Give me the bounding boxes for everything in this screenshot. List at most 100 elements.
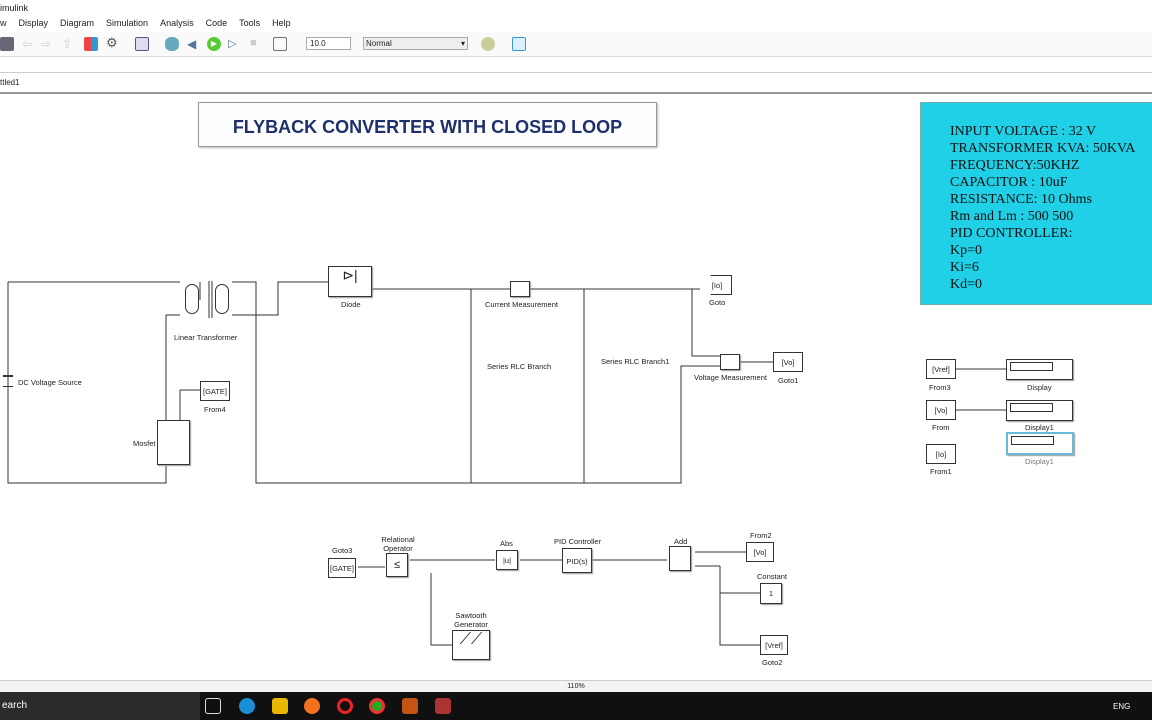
menu-analysis[interactable]: Analysis — [160, 18, 194, 28]
from-block[interactable]: [Vo] — [926, 400, 956, 420]
goto3-block[interactable]: [GATE] — [328, 558, 356, 578]
from3-block[interactable]: [Vref] — [926, 359, 956, 379]
goto-label: Goto — [709, 298, 726, 307]
goto2-label: Goto2 — [762, 658, 783, 667]
from-tag: [Vo] — [934, 405, 948, 415]
menu-code[interactable]: Code — [205, 18, 228, 28]
relop-symbol: ≤ — [393, 559, 401, 571]
rlc-branch1-block[interactable] — [578, 330, 590, 395]
simulation-mode-select[interactable]: Normal ▾ — [363, 37, 468, 50]
abs-block[interactable]: |u| — [496, 550, 518, 570]
diode-icon: ⊳| — [342, 267, 358, 283]
constant-block[interactable]: 1 — [760, 583, 782, 604]
firefox-icon[interactable] — [304, 698, 320, 714]
address-bar — [0, 58, 1152, 73]
current-measurement-block[interactable] — [510, 281, 530, 297]
display-readout — [1010, 362, 1053, 371]
gear-icon[interactable]: ⚙ — [106, 35, 118, 50]
library-browser-icon[interactable] — [84, 37, 98, 51]
from4-block[interactable]: [GATE] — [200, 381, 230, 401]
winrar-icon[interactable] — [435, 698, 451, 714]
stop-icon[interactable]: ■ — [250, 37, 257, 49]
display-readout — [1011, 436, 1054, 445]
mosfet-block[interactable] — [157, 420, 190, 465]
matlab-icon[interactable] — [402, 698, 418, 714]
divider — [0, 92, 1152, 94]
menu-help[interactable]: Help — [272, 18, 291, 28]
stop-time-input[interactable]: 10.0 — [306, 37, 351, 50]
goto2-tag: [Vref] — [765, 640, 783, 650]
forward-icon[interactable]: ⇨ — [41, 37, 52, 51]
rlc-branch-block[interactable] — [465, 335, 477, 395]
chevron-down-icon: ▾ — [460, 39, 465, 48]
from4-tag: [GATE] — [202, 386, 228, 396]
diode-block[interactable]: ⊳| — [328, 266, 372, 297]
from1-block[interactable]: [Io] — [926, 444, 956, 464]
connect-icon[interactable] — [165, 37, 179, 51]
edge-icon[interactable] — [239, 698, 255, 714]
chrome-icon[interactable] — [369, 698, 385, 714]
sawtooth-icon: ⟋⟋ — [459, 631, 483, 648]
opera-icon[interactable] — [337, 698, 353, 714]
diagram-title[interactable]: FLYBACK CONVERTER WITH CLOSED LOOP — [198, 102, 657, 147]
from2-block[interactable]: [Vo] — [746, 542, 774, 562]
current-measurement-label: Current Measurement — [485, 300, 558, 309]
menu-diagram[interactable]: Diagram — [60, 18, 95, 28]
build-icon[interactable] — [512, 37, 526, 51]
up-icon[interactable]: ⇧ — [62, 37, 73, 51]
sim-mode-value: Normal — [366, 39, 392, 48]
voltage-measurement-block[interactable] — [720, 354, 740, 370]
step-back-icon[interactable]: ◀ — [187, 37, 197, 51]
scope-icon[interactable] — [273, 37, 287, 51]
display1-label: Display1 — [1025, 423, 1054, 432]
task-view-icon[interactable] — [205, 698, 221, 714]
voltage-measurement-label: Voltage Measurement — [694, 373, 767, 382]
model-explorer-icon[interactable] — [135, 37, 149, 51]
add-block[interactable] — [669, 546, 691, 571]
save-icon[interactable] — [0, 37, 14, 51]
goto1-tag: [Vo] — [781, 357, 795, 367]
menu-simulation[interactable]: Simulation — [106, 18, 149, 28]
file-explorer-icon[interactable] — [272, 698, 288, 714]
pid-controller-block[interactable]: PID(s) — [562, 548, 592, 573]
transformer-label: Linear Transformer — [174, 333, 238, 342]
window-title: imulink — [0, 3, 29, 13]
abs-symbol: |u| — [502, 556, 512, 565]
from4-label: From4 — [204, 405, 226, 414]
info-line: INPUT VOLTAGE : 32 V — [950, 124, 1097, 139]
info-line: TRANSFORMER KVA: 50KVA — [950, 141, 1136, 156]
goto1-block[interactable]: [Vo] — [773, 352, 803, 372]
language-indicator[interactable]: ENG — [1113, 702, 1131, 711]
back-icon[interactable]: ⇦ — [22, 37, 33, 51]
parameters-annotation[interactable]: INPUT VOLTAGE : 32 V TRANSFORMER KVA: 50… — [920, 102, 1152, 305]
info-line: CAPACITOR : 10uF — [950, 175, 1068, 190]
info-line: RESISTANCE: 10 Ohms — [950, 192, 1093, 207]
pid-label: PID Controller — [554, 537, 602, 546]
sawtooth-generator-block[interactable]: ⟋⟋ — [452, 630, 490, 660]
menu-display[interactable]: Display — [18, 18, 49, 28]
step-forward-icon[interactable]: ▷ — [228, 38, 237, 50]
display-block[interactable] — [1006, 359, 1073, 380]
taskbar-search[interactable]: earch — [0, 692, 200, 720]
run-icon[interactable]: ▶ — [207, 37, 221, 51]
relational-operator-block[interactable]: ≤ — [386, 553, 408, 577]
goto-block[interactable]: [Io] — [702, 275, 732, 295]
info-line: Kp=0 — [950, 243, 983, 258]
info-line: PID CONTROLLER: — [950, 226, 1073, 241]
info-line: Kd=0 — [950, 277, 983, 292]
check-icon[interactable] — [481, 37, 495, 51]
display1-copy-block-selected[interactable] — [1006, 432, 1074, 455]
display1-copy-label: Display1 — [1025, 457, 1054, 466]
coil-icon — [215, 284, 229, 314]
goto2-block[interactable]: [Vref] — [760, 635, 788, 655]
breadcrumb[interactable]: ttled1 — [0, 78, 20, 87]
menu-view[interactable]: w — [0, 18, 7, 28]
coil-icon — [185, 284, 199, 314]
dc-voltage-source-block[interactable] — [3, 375, 13, 387]
display1-block[interactable] — [1006, 400, 1073, 421]
wires — [7, 281, 1006, 646]
info-line: Ki=6 — [950, 260, 979, 275]
pid-symbol: PID(s) — [566, 557, 588, 566]
menu-tools[interactable]: Tools — [239, 18, 261, 28]
linear-transformer-block[interactable] — [182, 280, 232, 318]
